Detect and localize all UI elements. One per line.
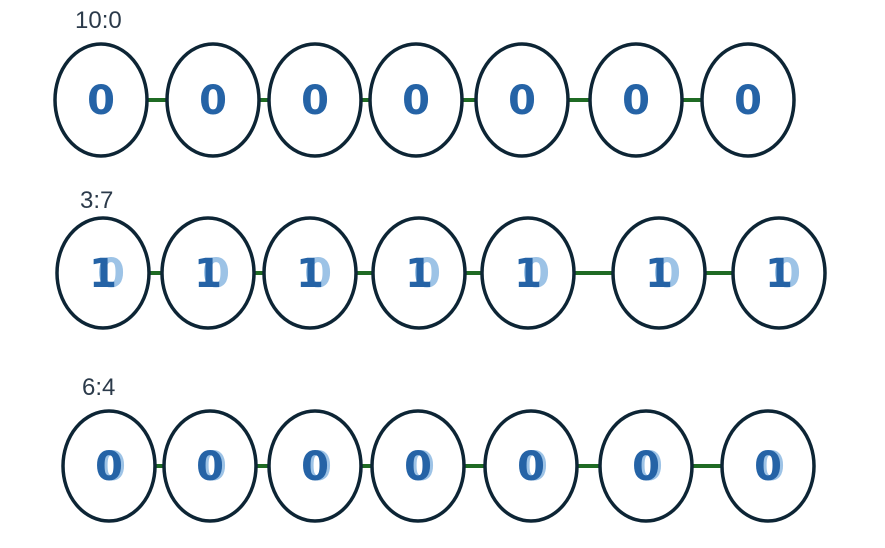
node-ellipse — [162, 409, 258, 523]
bit-node: 0 — [267, 42, 363, 158]
node-ellipse — [474, 42, 570, 158]
node-ellipse — [480, 216, 576, 330]
ghost-bit-value: 0 — [757, 444, 785, 490]
ghost-bit-value: 0 — [97, 251, 125, 297]
node-ellipse — [483, 409, 579, 523]
bit-value: 1 — [645, 251, 673, 297]
ghost-bit-value: 0 — [773, 251, 801, 297]
bit-node: 00 — [162, 409, 258, 523]
ghost-bit-value: 0 — [407, 444, 435, 490]
node-ellipse — [267, 42, 363, 158]
node-ellipse — [368, 42, 464, 158]
bit-node: 00 — [267, 409, 363, 523]
ghost-bit-value: 0 — [304, 444, 332, 490]
node-ellipse — [720, 409, 816, 523]
bit-node: 01 — [55, 216, 151, 330]
bit-value: 0 — [196, 444, 224, 490]
bit-value: 0 — [632, 444, 660, 490]
node-ellipse — [165, 42, 261, 158]
node-ellipse — [160, 216, 256, 330]
bit-value: 1 — [405, 251, 433, 297]
bit-value: 0 — [622, 78, 650, 124]
bit-value: 0 — [402, 78, 430, 124]
bit-node: 01 — [731, 216, 827, 330]
node-ellipse — [61, 409, 157, 523]
bit-value: 0 — [404, 444, 432, 490]
bit-node: 00 — [61, 409, 157, 523]
bit-node: 0 — [588, 42, 684, 158]
bit-value: 0 — [95, 444, 123, 490]
node-ellipse — [267, 409, 363, 523]
node-ellipse — [262, 216, 358, 330]
row-ratio-label: 10:0 — [75, 7, 122, 34]
ghost-bit-value: 0 — [202, 251, 230, 297]
node-ellipse — [55, 216, 151, 330]
ghost-bit-value: 0 — [413, 251, 441, 297]
bit-node: 01 — [262, 216, 358, 330]
bit-value: 1 — [765, 251, 793, 297]
bit-node: 0 — [474, 42, 570, 158]
ghost-bit-value: 0 — [199, 444, 227, 490]
node-ellipse — [371, 216, 467, 330]
bit-value: 0 — [517, 444, 545, 490]
node-ellipse — [611, 216, 707, 330]
node-ellipse — [53, 42, 149, 158]
ghost-bit-value: 0 — [522, 251, 550, 297]
bit-node: 00 — [483, 409, 579, 523]
ghost-bit-value: 0 — [520, 444, 548, 490]
bit-node: 0 — [53, 42, 149, 158]
bit-value: 0 — [301, 78, 329, 124]
bit-node: 00 — [720, 409, 816, 523]
bit-value: 1 — [514, 251, 542, 297]
bit-value: 1 — [194, 251, 222, 297]
ghost-bit-value: 0 — [653, 251, 681, 297]
bit-value: 1 — [296, 251, 324, 297]
node-ellipse — [370, 409, 466, 523]
bit-value: 0 — [754, 444, 782, 490]
ghost-bit-value: 0 — [98, 444, 126, 490]
bit-value: 0 — [301, 444, 329, 490]
bit-node: 0 — [700, 42, 796, 158]
bit-value: 1 — [89, 251, 117, 297]
node-ellipse — [700, 42, 796, 158]
bit-value: 0 — [508, 78, 536, 124]
bit-value: 0 — [87, 78, 115, 124]
bit-value: 0 — [199, 78, 227, 124]
bit-node: 0 — [368, 42, 464, 158]
node-ellipse — [588, 42, 684, 158]
ghost-bit-value: 0 — [304, 251, 332, 297]
bit-node: 0 — [165, 42, 261, 158]
node-ellipse — [598, 409, 694, 523]
bit-node: 00 — [598, 409, 694, 523]
bit-value: 0 — [734, 78, 762, 124]
bit-node: 01 — [371, 216, 467, 330]
node-ellipse — [731, 216, 827, 330]
bit-node: 01 — [480, 216, 576, 330]
row-ratio-label: 3:7 — [80, 187, 113, 214]
bit-node: 00 — [370, 409, 466, 523]
ghost-bit-value: 0 — [635, 444, 663, 490]
bit-row-1: 10:0 0 0 0 0 0 0 0 — [53, 7, 796, 158]
bit-node: 01 — [611, 216, 707, 330]
bit-node: 01 — [160, 216, 256, 330]
row-ratio-label: 6:4 — [82, 374, 115, 401]
